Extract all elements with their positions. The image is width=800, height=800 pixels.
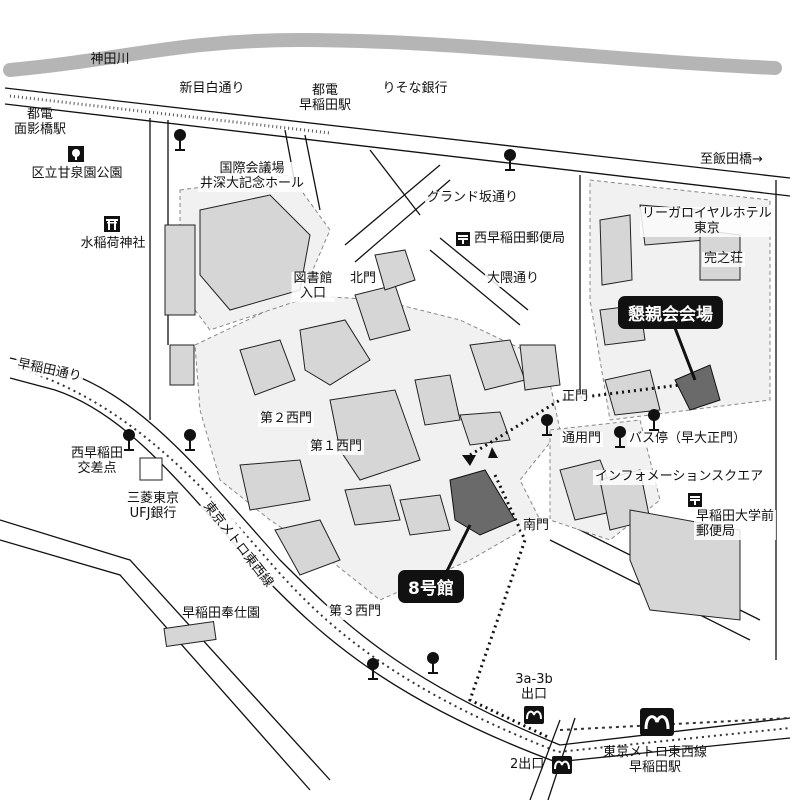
tree-icon — [184, 429, 196, 451]
park-icon — [68, 146, 84, 162]
venue-building — [674, 364, 721, 411]
tree-icon — [648, 409, 660, 431]
tree-icon — [123, 429, 135, 451]
label-west1-gate: 第１西門 — [308, 439, 365, 455]
route-arrow — [488, 447, 498, 458]
torii-icon — [104, 216, 120, 232]
metro-icon — [552, 756, 572, 774]
label-regular-gate: 通用門 — [560, 431, 604, 447]
route-arrow — [462, 455, 476, 466]
post-office-icon — [688, 493, 702, 507]
building8-callout: 8号館 — [398, 570, 464, 603]
tree-icon — [427, 652, 439, 674]
label-exit-3a3b: 3a-3b 出口 — [515, 672, 553, 702]
label-kannonosho: 完之荘 — [702, 251, 746, 267]
label-river: 神田川 — [90, 52, 130, 67]
label-kanzen-park: 区立甘泉園公園 — [31, 166, 123, 181]
label-rihga: リーガロイヤルホテル 東京 — [640, 206, 774, 237]
tree-icon — [541, 414, 553, 436]
label-waseda-post: 早稲田大学前 郵便局 — [694, 509, 777, 540]
label-station-waseda: 東京メトロ東西線 早稲田駅 — [602, 745, 708, 775]
label-resona: りそな銀行 — [382, 81, 448, 96]
label-west2-gate: 第２西門 — [258, 411, 315, 427]
metro-icon — [640, 708, 674, 736]
label-library: 図書館 入口 — [291, 271, 335, 302]
label-grand-slope: グランド坂通り — [425, 190, 521, 206]
tree-icon — [174, 129, 186, 151]
label-okuma-street: 大隈通り — [485, 271, 542, 287]
venue-callout: 懇親会会場 — [618, 296, 723, 329]
label-suiinari: 水稲荷神社 — [80, 236, 146, 251]
shinmejiro-street — [4, 87, 791, 197]
label-toden-station: 都電 早稲田駅 — [298, 83, 352, 113]
label-info-square: インフォメーションスクエア — [593, 469, 766, 485]
tree-icon — [614, 426, 626, 448]
label-kokusai-hall: 国際会議場 井深大記念ホール — [197, 161, 307, 192]
walking-route — [468, 383, 681, 740]
label-mufg: 三菱東京 UFJ銀行 — [126, 491, 180, 521]
label-shinmejiro: 新目白通り — [179, 81, 245, 96]
metro-icon — [524, 706, 544, 724]
label-omokage-station: 都電 面影橋駅 — [13, 107, 67, 137]
label-to-iidabashi: 至飯田橋→ — [700, 152, 763, 167]
label-nishi-post: 西早稲田郵便局 — [474, 231, 566, 246]
label-bus-stop: バス停（早大正門） — [627, 431, 749, 447]
label-south-gate: 南門 — [521, 518, 552, 534]
metro-line — [559, 717, 791, 731]
label-exit-2: 2出口 — [510, 757, 545, 772]
post-office-icon — [456, 232, 470, 246]
label-north-gate: 北門 — [348, 271, 379, 287]
label-west3-gate: 第３西門 — [327, 604, 384, 620]
kanda-river — [3, 32, 782, 77]
tree-icon — [367, 658, 379, 680]
label-nishi-crossing: 西早稲田 交差点 — [70, 446, 124, 476]
label-main-gate: 正門 — [560, 389, 591, 405]
label-houshien: 早稲田奉仕園 — [181, 606, 261, 621]
tree-icon — [504, 149, 516, 171]
building8 — [449, 469, 516, 536]
